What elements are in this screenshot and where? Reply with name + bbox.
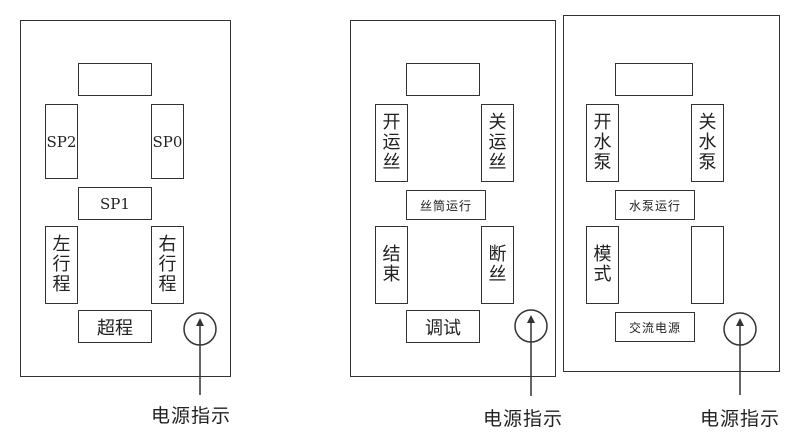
panel1-power-caption: 电源指示 [151,405,232,427]
panel3-pump-running-label: 水泵运行 [628,198,681,213]
panel1-left-travel-char-1: 左 [52,233,71,255]
panel3-pump-off-char-3: 泵 [698,152,717,174]
panel2-start-wire-char-1: 开 [382,111,401,133]
panel3-mode-char-1: 模 [593,243,612,265]
panel1-right-travel-char-2: 行 [158,253,177,275]
panel2-debug-label: 调试 [425,317,461,339]
panel3-pump-on-char-3: 泵 [593,152,612,174]
panel1-display [78,63,152,96]
panel2-start-wire-char-2: 运 [382,131,401,153]
panel1-left-travel-button[interactable]: 左 行 程 [45,226,78,304]
panel2-start-wire-char-3: 丝 [382,152,401,174]
panel1-overtravel-label: 超程 [97,317,133,339]
panel2-start-wire-button[interactable]: 开 运 丝 [375,104,408,182]
panel3-display [615,63,693,96]
panel3-pump-on-char-2: 水 [593,131,612,153]
panel2-wire-break-indicator: 断 丝 [481,226,514,304]
panel3-pump-off-button[interactable]: 关 水 泵 [691,104,724,182]
panel2-display [406,63,480,96]
panel1-right-travel-button[interactable]: 右 行 程 [151,226,184,304]
panel1-right-travel-char-3: 程 [158,274,177,296]
panel1-sp0-button[interactable]: SP0 [151,104,184,179]
panel3-pump-on-button[interactable]: 开 水 泵 [586,104,619,182]
panel3-mode-button[interactable]: 模 式 [586,226,619,304]
panel2-stop-wire-char-1: 关 [488,111,507,133]
panel2-debug-button[interactable]: 调试 [406,310,480,343]
panel1-sp2-button[interactable]: SP2 [45,104,78,179]
panel1-power-arrowhead [196,318,204,326]
panel1-sp1-label: SP1 [100,194,130,213]
panel2-end-char-1: 结 [382,243,401,265]
panel3-pump-running-indicator: 水泵运行 [615,190,695,220]
panel2-end-button[interactable]: 结 束 [375,226,408,304]
panel2-drum-running-label: 丝筒运行 [419,198,472,213]
panel2-wire-break-char-1: 断 [488,243,507,265]
panel2-drum-running-indicator: 丝筒运行 [406,190,486,220]
panel2-end-char-2: 束 [382,264,401,285]
panel3-ac-power-indicator: 交流电源 [615,312,695,342]
panel2-wire-break-char-2: 丝 [488,264,507,285]
panel1-left-travel-char-2: 行 [52,253,71,275]
panel2-stop-wire-char-3: 丝 [488,152,507,174]
panel2-power-arrowhead [527,315,535,323]
panel1-sp1-button[interactable]: SP1 [78,187,152,220]
panel3-blank-button[interactable] [691,226,724,304]
panel2-stop-wire-button[interactable]: 关 运 丝 [481,104,514,182]
panel3-pump-off-char-1: 关 [698,111,717,133]
panel1-overtravel-button[interactable]: 超程 [78,310,152,343]
panel2-stop-wire-char-2: 运 [488,131,507,153]
panel3-mode-char-2: 式 [593,264,612,285]
panel3-ac-power-label: 交流电源 [628,320,681,335]
panel3-power-caption: 电源指示 [700,408,781,430]
panel1-sp2-label: SP2 [46,132,77,151]
panel1-left-travel-char-3: 程 [52,274,71,296]
panel3-power-arrowhead [736,318,744,326]
panel2-power-caption: 电源指示 [483,408,564,430]
panel3-pump-on-char-1: 开 [593,111,612,133]
panel1-right-travel-char-1: 右 [158,233,177,255]
panel3-pump-off-char-2: 水 [698,131,717,153]
panel1-sp0-label: SP0 [152,132,183,151]
